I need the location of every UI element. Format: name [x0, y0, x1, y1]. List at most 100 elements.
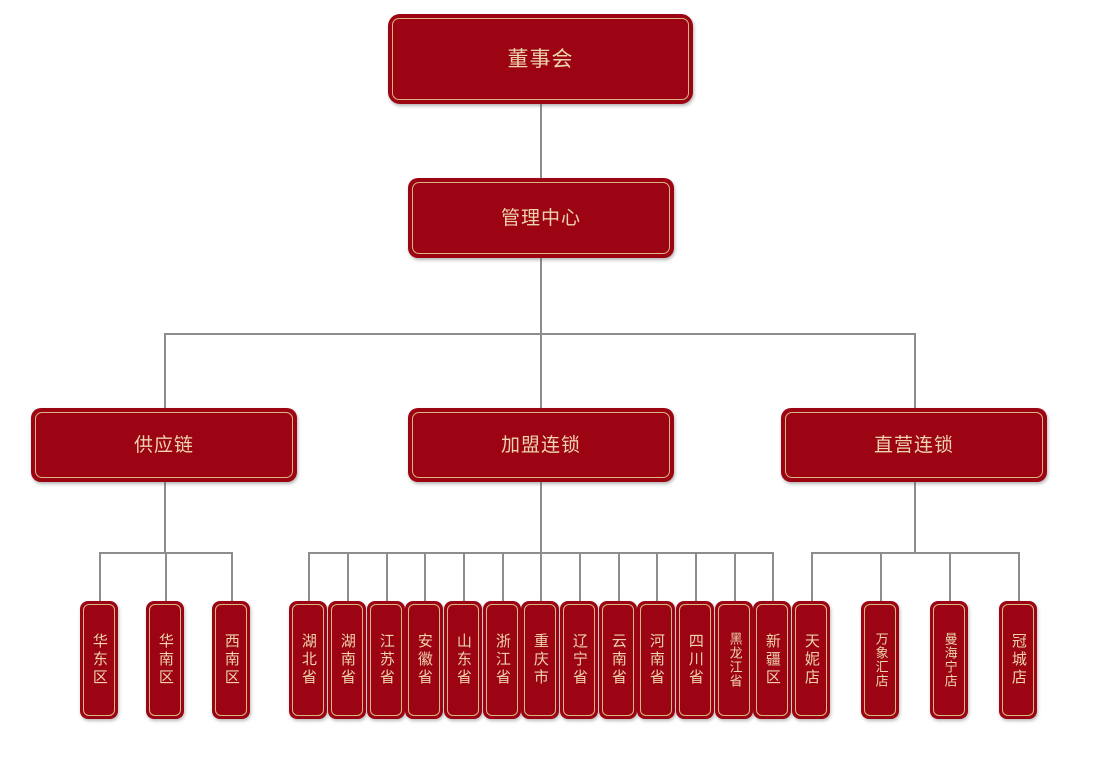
leaf-node[interactable]: 重庆市	[521, 601, 559, 719]
node-label: 重庆市	[531, 633, 550, 687]
node-label: 天妮店	[802, 633, 821, 687]
connector-franchise-leaf-drop	[734, 552, 736, 601]
node-inner-frame: 山东省	[447, 604, 479, 716]
node-inner-frame: 黑龙江省	[718, 604, 750, 716]
node-inner-frame: 河南省	[640, 604, 672, 716]
connector-direct-down	[914, 482, 916, 553]
leaf-node[interactable]: 湖南省	[328, 601, 366, 719]
node-inner-frame: 冠城店	[1002, 604, 1034, 716]
node-label: 华东区	[90, 633, 109, 687]
connector-bus-to-direct	[914, 333, 916, 409]
node-board-of-directors[interactable]: 董事会	[388, 14, 693, 104]
node-inner-frame: 直营连锁	[785, 412, 1043, 478]
node-inner-frame: 安徽省	[408, 604, 440, 716]
connector-direct-bus	[811, 552, 1019, 554]
leaf-node[interactable]: 河南省	[637, 601, 675, 719]
node-direct-chain[interactable]: 直营连锁	[781, 408, 1047, 482]
node-inner-frame: 四川省	[679, 604, 711, 716]
connector-supply-leaf-drop	[99, 552, 101, 601]
connector-bus-to-franchise	[540, 333, 542, 409]
connector-supply-chain-down	[164, 482, 166, 553]
leaf-node[interactable]: 曼海宁店	[930, 601, 968, 719]
node-label: 管理中心	[500, 206, 581, 229]
connector-franchise-leaf-drop	[618, 552, 620, 601]
node-label: 黑龙江省	[726, 632, 742, 688]
leaf-node[interactable]: 华南区	[146, 601, 184, 719]
node-supply-chain[interactable]: 供应链	[31, 408, 297, 482]
connector-bus-to-supply-chain	[164, 333, 166, 409]
node-inner-frame: 西南区	[215, 604, 247, 716]
node-label: 万象汇店	[872, 632, 888, 688]
node-inner-frame: 江苏省	[370, 604, 402, 716]
node-label: 曼海宁店	[941, 632, 957, 688]
connector-franchise-leaf-drop	[579, 552, 581, 601]
node-inner-frame: 董事会	[392, 18, 689, 100]
node-label: 湖南省	[338, 633, 357, 687]
connector-franchise-leaf-drop	[695, 552, 697, 601]
node-label: 新疆区	[763, 633, 782, 687]
leaf-node[interactable]: 华东区	[80, 601, 118, 719]
connector-franchise-leaf-drop	[424, 552, 426, 601]
node-label: 西南区	[222, 633, 241, 687]
node-label: 加盟连锁	[500, 433, 581, 456]
node-inner-frame: 辽宁省	[563, 604, 595, 716]
node-label: 江苏省	[377, 633, 396, 687]
node-inner-frame: 湖北省	[292, 604, 324, 716]
leaf-node[interactable]: 江苏省	[367, 601, 405, 719]
leaf-node[interactable]: 浙江省	[483, 601, 521, 719]
node-label: 供应链	[133, 433, 194, 456]
leaf-node[interactable]: 辽宁省	[560, 601, 598, 719]
leaf-node[interactable]: 新疆区	[753, 601, 791, 719]
node-label: 董事会	[507, 46, 574, 71]
node-label: 华南区	[156, 633, 175, 687]
connector-franchise-leaf-drop	[347, 552, 349, 601]
connector-franchise-leaf-drop	[463, 552, 465, 601]
connector-board-to-management	[540, 104, 542, 178]
connector-direct-leaf-drop	[880, 552, 882, 601]
connector-franchise-leaf-drop	[386, 552, 388, 601]
connector-direct-leaf-drop	[1018, 552, 1020, 601]
leaf-node[interactable]: 万象汇店	[861, 601, 899, 719]
leaf-node[interactable]: 山东省	[444, 601, 482, 719]
node-management-center[interactable]: 管理中心	[408, 178, 674, 258]
leaf-node[interactable]: 西南区	[212, 601, 250, 719]
node-inner-frame: 云南省	[602, 604, 634, 716]
leaf-node[interactable]: 四川省	[676, 601, 714, 719]
node-label: 云南省	[609, 633, 628, 687]
node-franchise-chain[interactable]: 加盟连锁	[408, 408, 674, 482]
leaf-node[interactable]: 黑龙江省	[715, 601, 753, 719]
connector-franchise-leaf-drop	[540, 552, 542, 601]
node-inner-frame: 万象汇店	[864, 604, 896, 716]
connector-franchise-leaf-drop	[772, 552, 774, 601]
leaf-node[interactable]: 天妮店	[792, 601, 830, 719]
node-label: 湖北省	[299, 633, 318, 687]
leaf-node[interactable]: 云南省	[599, 601, 637, 719]
node-inner-frame: 浙江省	[486, 604, 518, 716]
leaf-node[interactable]: 冠城店	[999, 601, 1037, 719]
connector-direct-leaf-drop	[811, 552, 813, 601]
node-label: 浙江省	[493, 633, 512, 687]
connector-supply-leaf-drop	[165, 552, 167, 601]
node-label: 辽宁省	[570, 633, 589, 687]
node-inner-frame: 加盟连锁	[412, 412, 670, 478]
connector-franchise-leaf-drop	[502, 552, 504, 601]
leaf-node[interactable]: 湖北省	[289, 601, 327, 719]
connector-franchise-leaf-drop	[656, 552, 658, 601]
node-inner-frame: 华南区	[149, 604, 181, 716]
node-label: 四川省	[686, 633, 705, 687]
node-inner-frame: 天妮店	[795, 604, 827, 716]
connector-management-down	[540, 258, 542, 334]
node-label: 冠城店	[1009, 633, 1028, 687]
node-inner-frame: 湖南省	[331, 604, 363, 716]
node-inner-frame: 曼海宁店	[933, 604, 965, 716]
node-inner-frame: 供应链	[35, 412, 293, 478]
node-label: 直营连锁	[873, 433, 954, 456]
node-label: 河南省	[647, 633, 666, 687]
node-inner-frame: 新疆区	[756, 604, 788, 716]
connector-franchise-down	[540, 482, 542, 553]
leaf-node[interactable]: 安徽省	[405, 601, 443, 719]
node-inner-frame: 华东区	[83, 604, 115, 716]
node-inner-frame: 重庆市	[524, 604, 556, 716]
node-inner-frame: 管理中心	[412, 182, 670, 254]
